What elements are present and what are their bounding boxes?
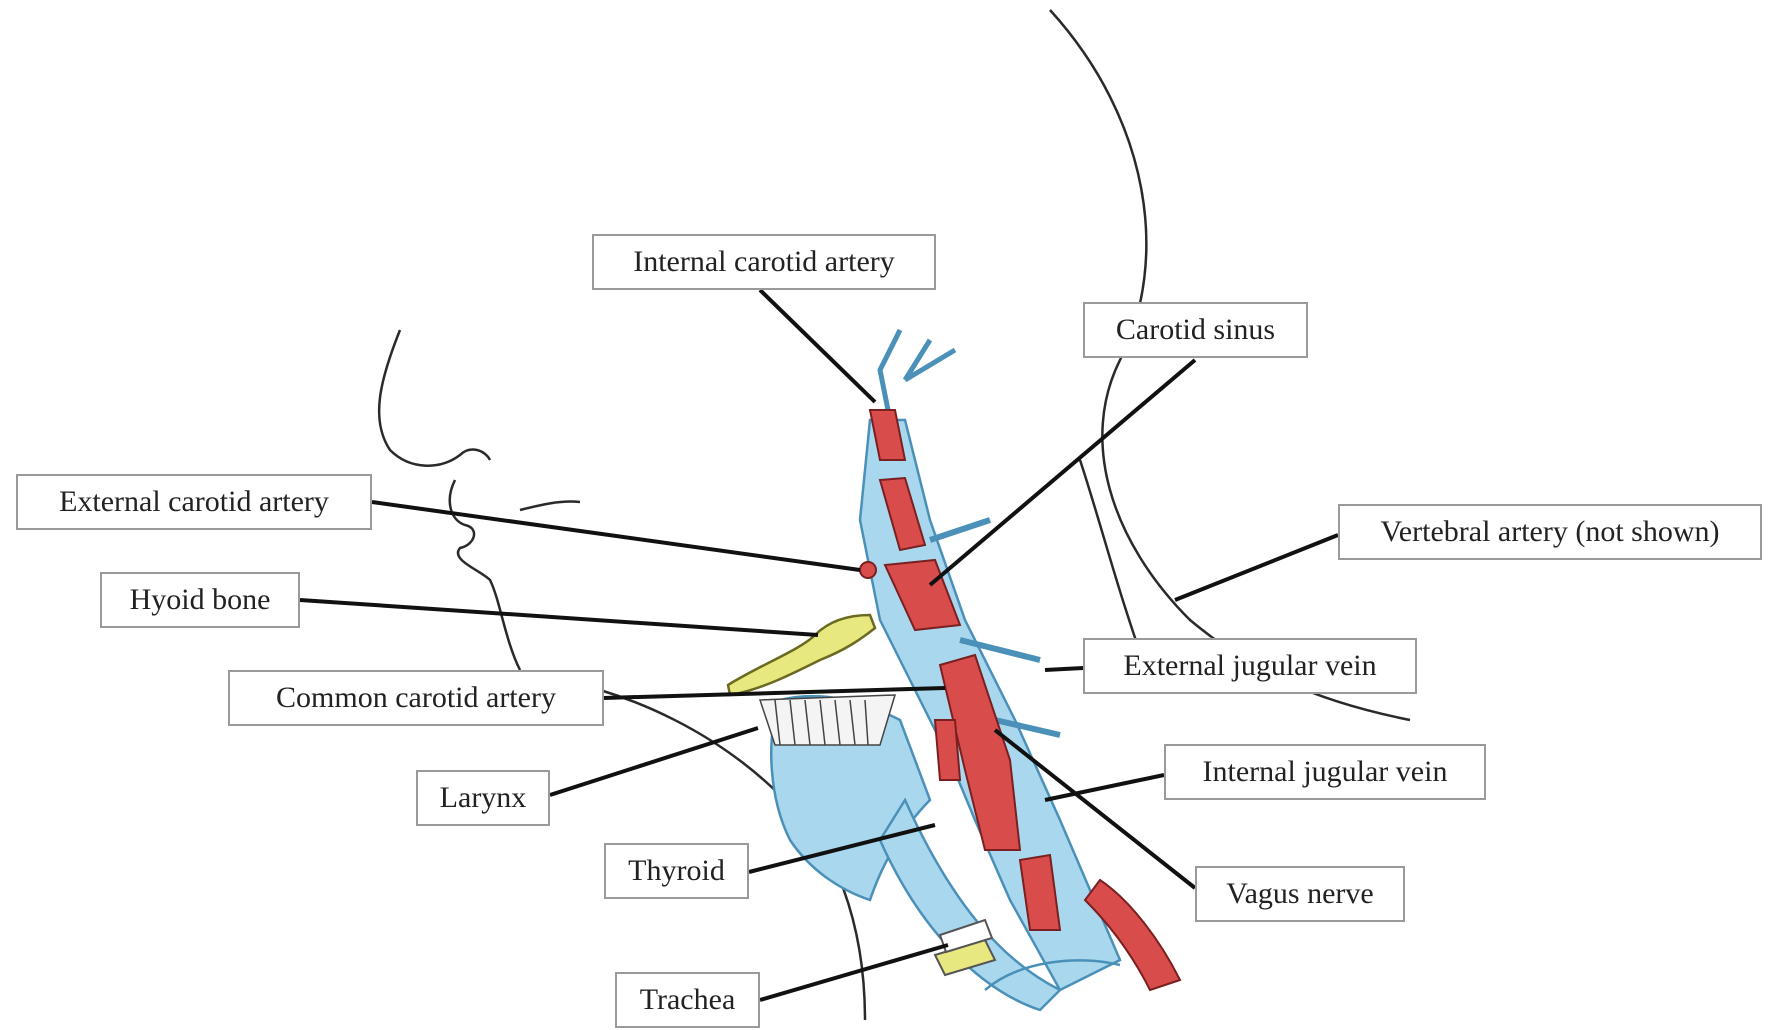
label-external-carotid-artery: External carotid artery: [16, 474, 372, 530]
label-vertebral-artery: Vertebral artery (not shown): [1338, 504, 1762, 560]
label-vagus-nerve: Vagus nerve: [1195, 866, 1405, 922]
label-internal-jugular-vein: Internal jugular vein: [1164, 744, 1486, 800]
label-trachea: Trachea: [615, 972, 760, 1028]
hyoid-bone-shape: [728, 615, 875, 695]
label-thyroid: Thyroid: [604, 843, 749, 899]
label-carotid-sinus: Carotid sinus: [1083, 302, 1308, 358]
label-external-jugular-vein: External jugular vein: [1083, 638, 1417, 694]
label-larynx: Larynx: [416, 770, 550, 826]
larynx-cartilage: [760, 695, 895, 745]
label-common-carotid-artery: Common carotid artery: [228, 670, 604, 726]
label-internal-carotid-artery: Internal carotid artery: [592, 234, 936, 290]
label-hyoid-bone: Hyoid bone: [100, 572, 300, 628]
